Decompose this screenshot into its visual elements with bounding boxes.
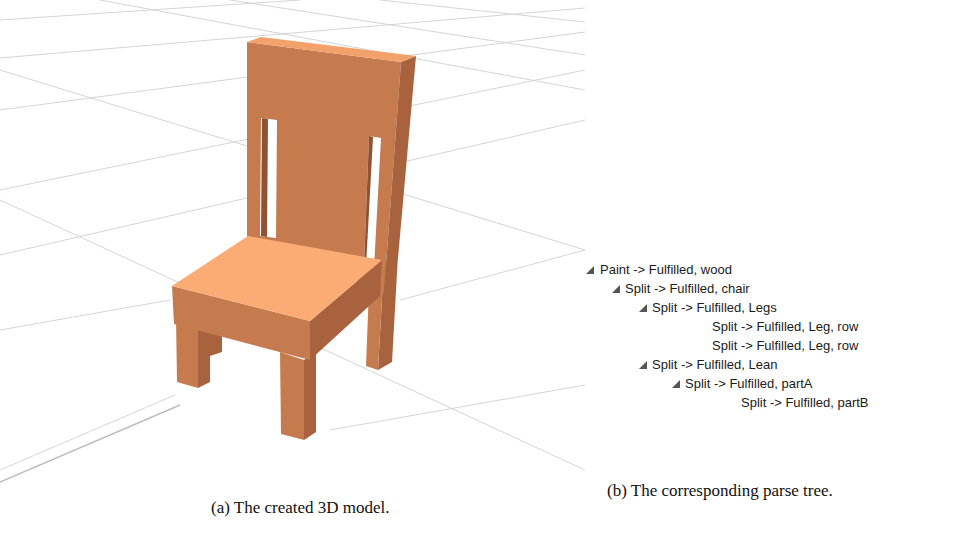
tree-item: Split -> Fulfilled, partA <box>685 376 813 392</box>
tree-item: Split -> Fulfilled, Lean <box>652 357 777 373</box>
caption-text: (a) The created 3D model. <box>211 497 390 518</box>
tree-item: Split -> Fulfilled, Leg, row <box>712 338 858 354</box>
caption-text: (b) The corresponding parse tree. <box>607 480 839 501</box>
tree-item: Paint -> Fulfilled, wood <box>600 262 732 278</box>
tree-item: Split -> Fulfilled, partB <box>741 395 869 411</box>
tree-item: Split -> Fulfilled, chair <box>625 281 750 297</box>
tree-item: Split -> Fulfilled, Legs <box>652 300 777 316</box>
chair <box>172 37 416 440</box>
grid <box>0 0 585 470</box>
tree-item: Split -> Fulfilled, Leg, row <box>712 319 858 335</box>
